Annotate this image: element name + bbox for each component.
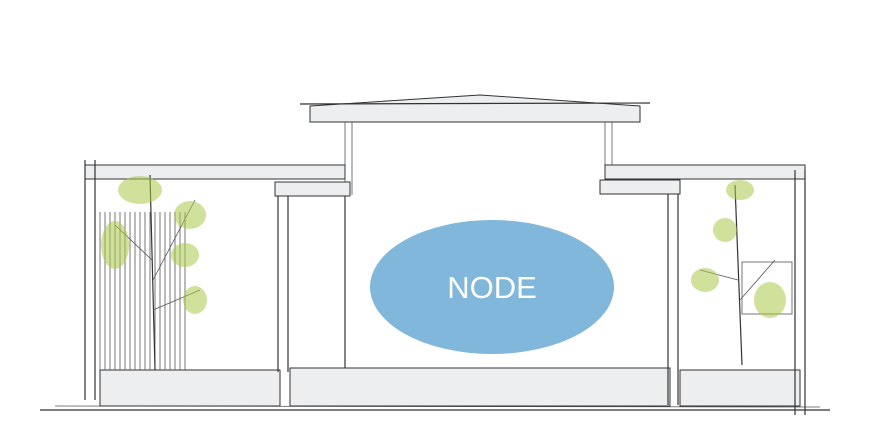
tree-right [691,180,786,366]
upper-roof [299,94,651,195]
floor-slab [99,367,801,407]
ground-line [40,405,830,411]
node-ellipse[interactable] [370,220,614,354]
node-label: NODE [447,270,537,305]
right-roof [599,164,806,415]
left-roof [84,160,351,400]
tree-left [101,174,207,371]
node[interactable]: NODE [370,220,614,354]
